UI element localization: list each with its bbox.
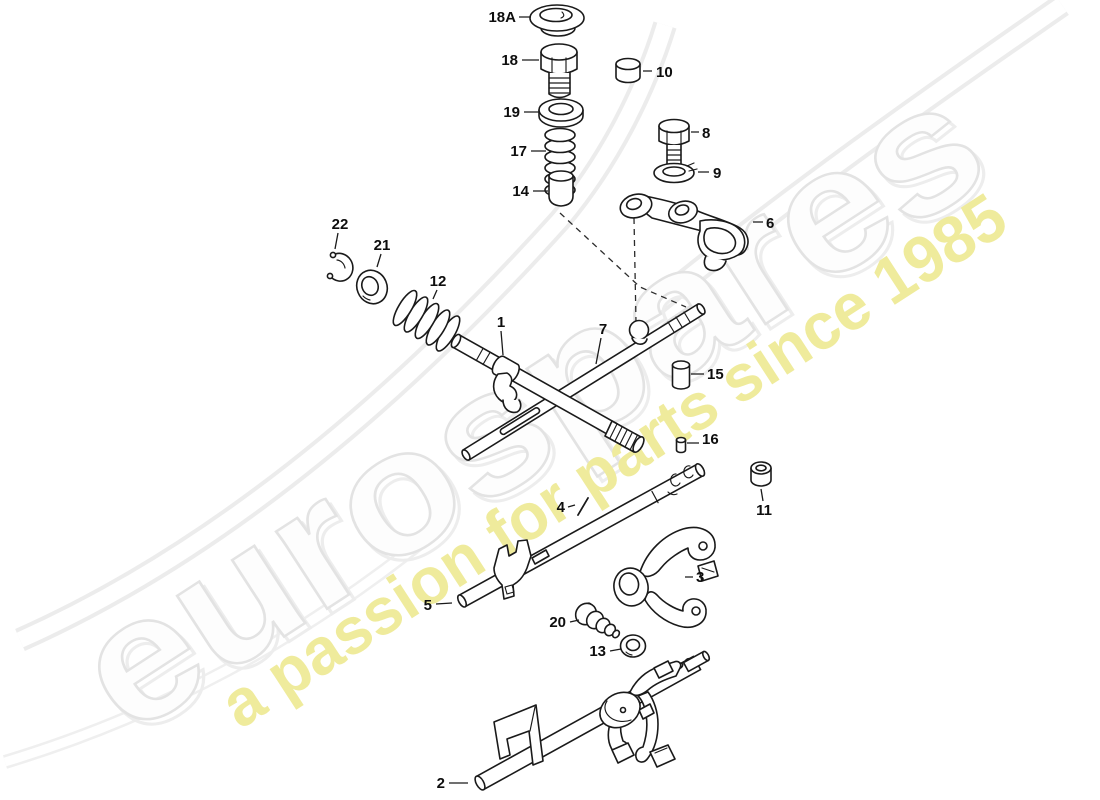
part-16-pin (675, 436, 687, 454)
part-11-bushing (750, 461, 772, 487)
part-label-19: 19 (503, 104, 520, 121)
part-22-circlip (326, 251, 354, 282)
part-label-9: 9 (713, 165, 721, 182)
part-3-shift-fork (613, 526, 719, 629)
part-label-5: 5 (424, 597, 432, 614)
part-label-16: 16 (702, 431, 719, 448)
part-12-spring (392, 289, 461, 352)
part-4-roll-pin (577, 497, 589, 516)
part-13-seal (619, 634, 647, 658)
parts-lineart (326, 4, 772, 791)
part-6-shift-fork (619, 193, 749, 272)
ball-stud (628, 319, 650, 341)
part-5-selector-shaft (456, 463, 706, 608)
part-21-seal-ring (355, 269, 389, 305)
label-leader-lines (334, 16, 764, 784)
part-label-15: 15 (707, 366, 724, 383)
part-7-shift-rod (461, 303, 706, 461)
part-label-8: 8 (702, 125, 710, 142)
part-label-6: 6 (766, 215, 774, 232)
part-label-22: 22 (332, 216, 349, 233)
part-15-dowel (671, 360, 691, 390)
part-label-18A: 18A (488, 9, 516, 26)
swoosh-curve-corner-core (3, 531, 433, 767)
part-label-17: 17 (510, 143, 527, 160)
part-label-21: 21 (374, 237, 391, 254)
part-label-1: 1 (497, 314, 505, 331)
part-labels: 18A 18 10 19 17 14 8 9 6 22 21 12 1 7 15… (332, 9, 775, 792)
part-14-detent-pin (548, 170, 574, 207)
part-label-18: 18 (501, 52, 518, 69)
part-18a-sealing-cap (529, 4, 585, 37)
part-19-washer (538, 98, 584, 128)
part-label-20: 20 (549, 614, 566, 631)
watermark-brand-text: eurospares (42, 43, 1016, 770)
part-1-selector-shaft (450, 333, 645, 453)
part-label-11: 11 (756, 502, 772, 519)
part-20-detent-plug (574, 602, 621, 639)
swoosh-curve-main-core (16, 22, 673, 648)
part-label-7: 7 (599, 321, 607, 338)
part-label-3: 3 (696, 569, 704, 586)
part-label-10: 10 (656, 64, 673, 81)
part-label-2: 2 (437, 775, 445, 792)
part-18-hex-plug (540, 43, 578, 99)
alignment-dashed-lines (559, 212, 687, 323)
part-label-12: 12 (430, 273, 447, 290)
part-label-14: 14 (512, 183, 529, 200)
part-2-shift-rod-fork (474, 650, 711, 791)
part-label-4: 4 (557, 499, 566, 516)
part-label-13: 13 (589, 643, 606, 660)
part-9-lock-washer (653, 162, 698, 184)
part-10-cap (615, 57, 641, 84)
